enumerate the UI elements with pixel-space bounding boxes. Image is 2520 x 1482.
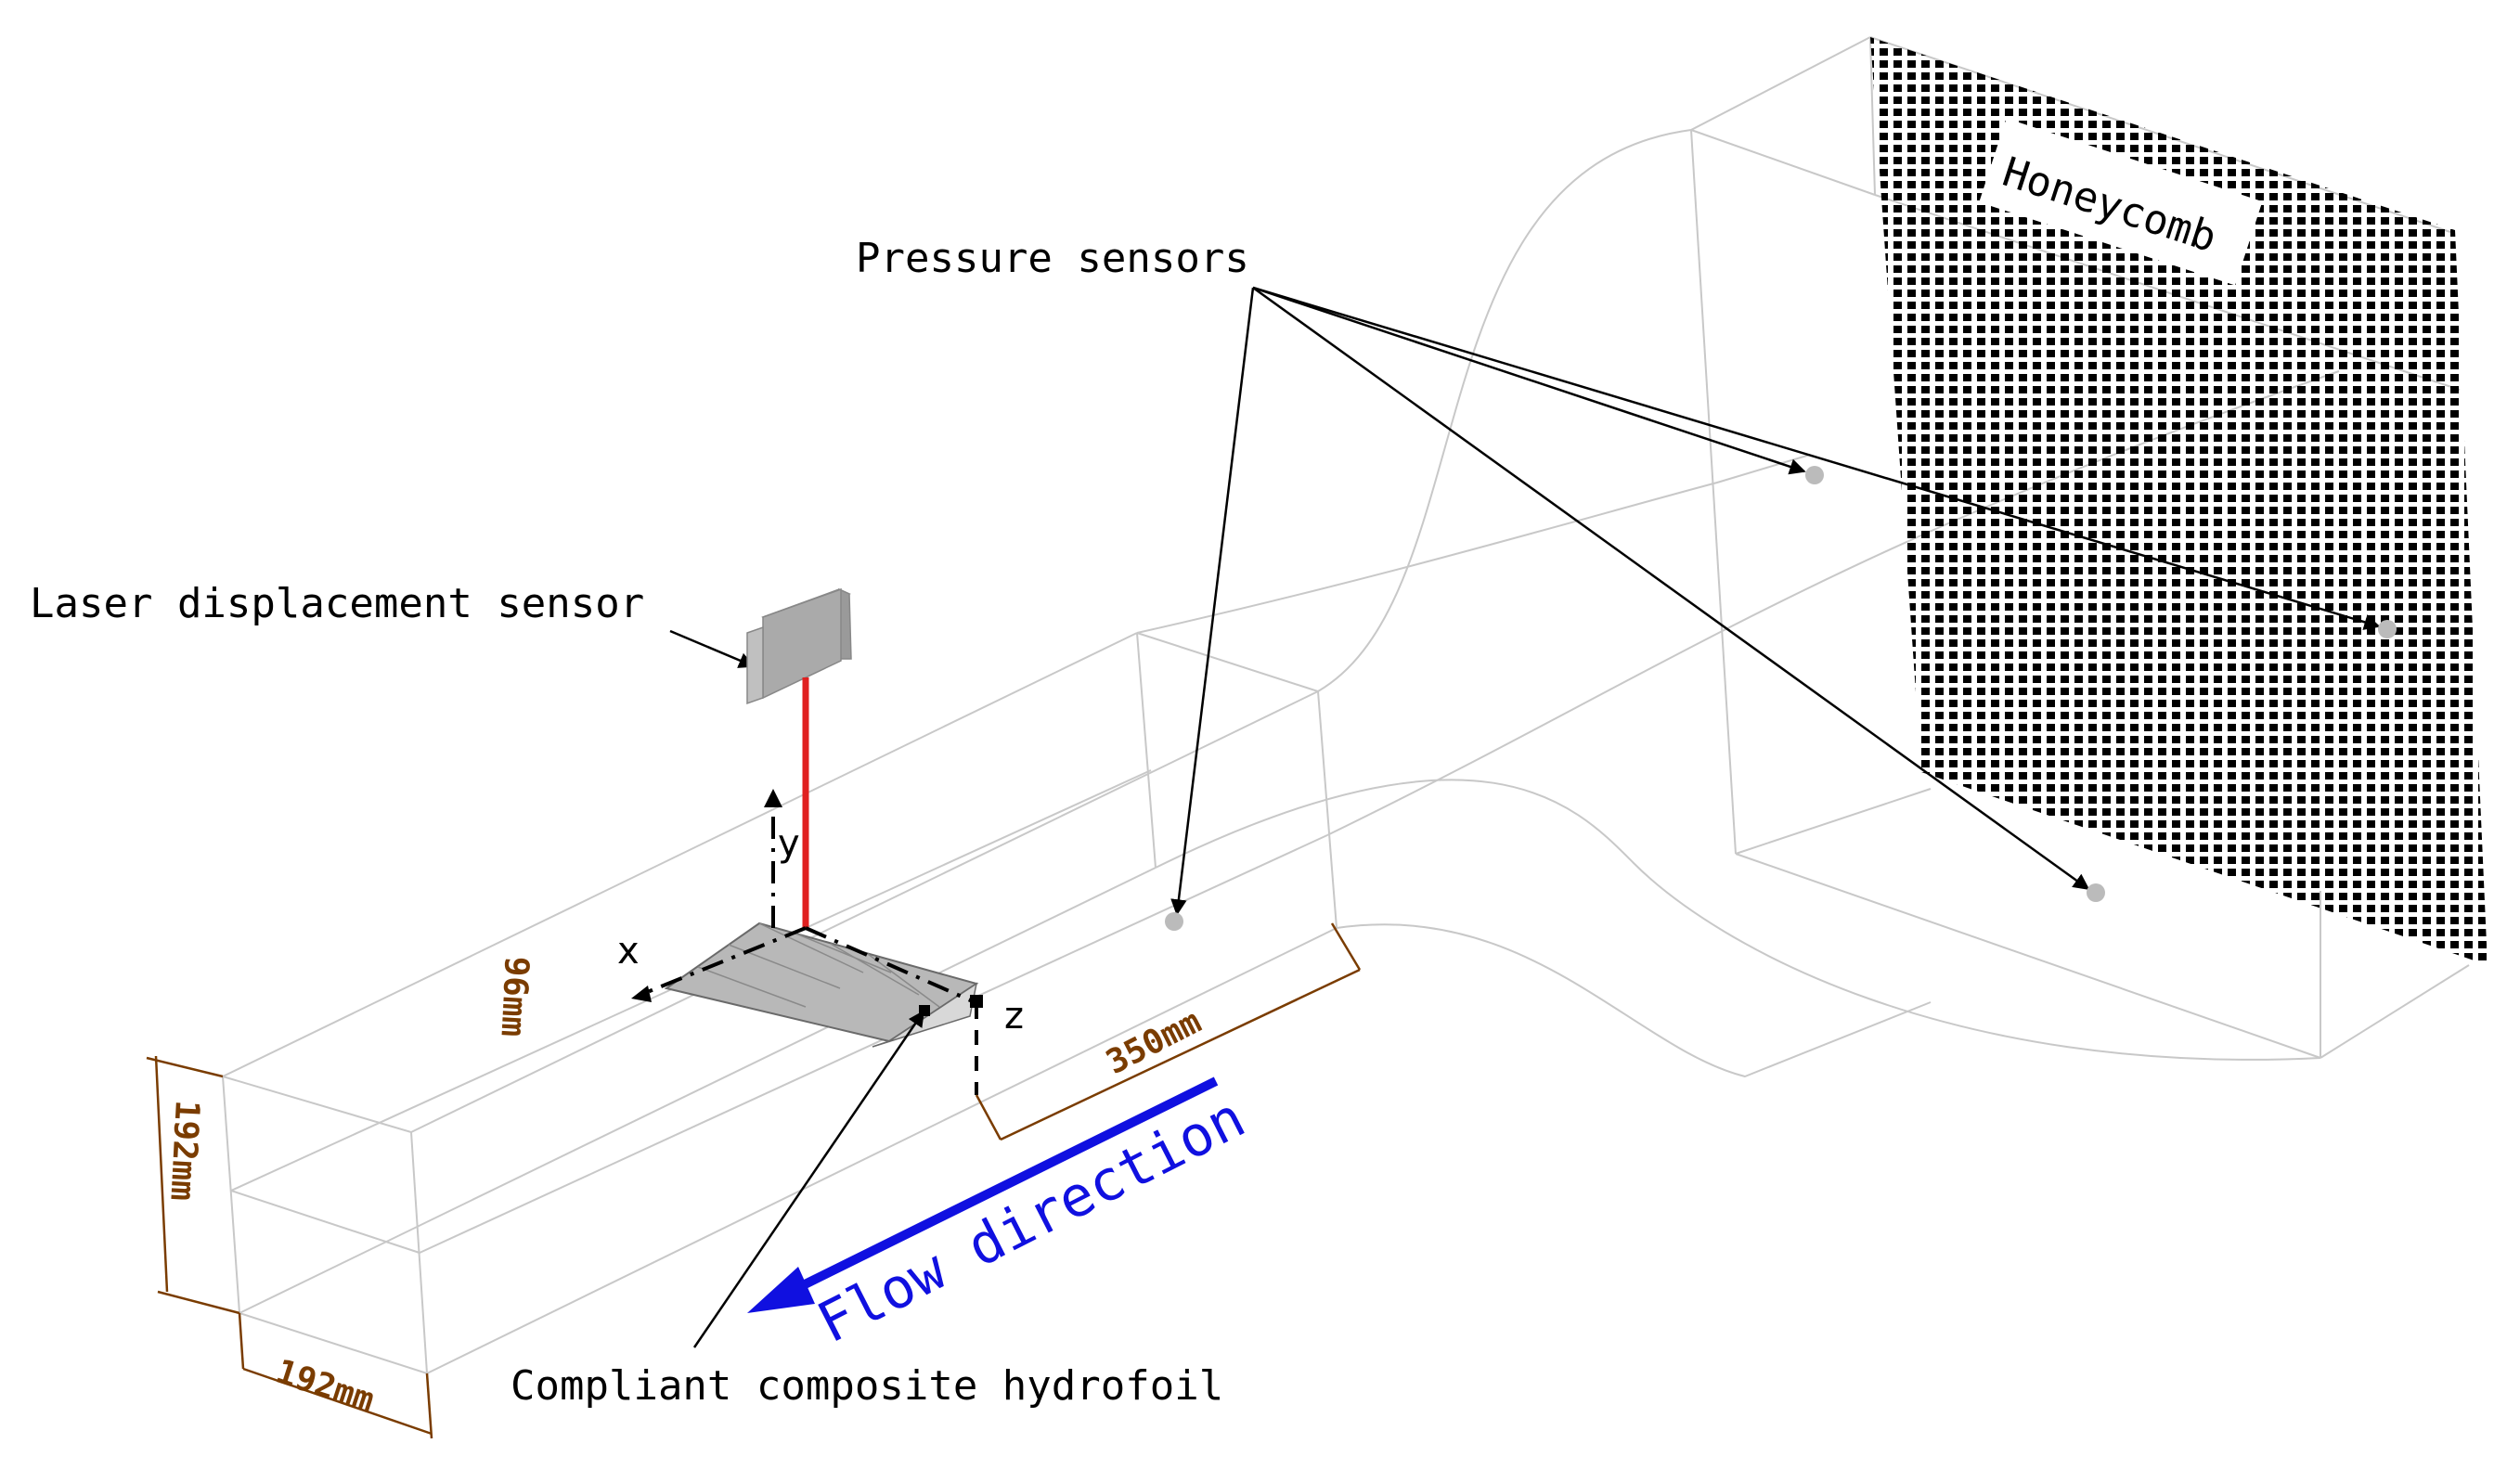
dimension-width-192: 192mm: [271, 1353, 379, 1420]
hydrofoil-label: Compliant composite hydrofoil: [510, 1362, 1223, 1410]
axis-label-x: x: [617, 930, 640, 973]
laser-sensor-body: [746, 587, 852, 705]
hydrofoil: [664, 921, 979, 1048]
axis-arrowheads: [631, 789, 983, 1016]
pressure-sensor-4: [2087, 883, 2105, 902]
pressure-sensor-2: [1805, 466, 1824, 484]
pressure-sensor-1: [1165, 912, 1183, 931]
axis-label-z: z: [1004, 995, 1024, 1037]
pressure-sensor-3: [2378, 620, 2397, 638]
hydrofoil-leader: [692, 1010, 925, 1348]
x-axis-line: [640, 926, 807, 997]
dimension-distance-350: 350mm: [1100, 1002, 1207, 1082]
pressure-sensors-label: Pressure sensors: [856, 235, 1249, 282]
dimension-height-192: 192mm: [162, 1100, 206, 1202]
z-axis-line: [805, 926, 976, 1004]
pressure-sensor-points: [1165, 466, 2397, 931]
flow-direction-arrow: [747, 1076, 1219, 1313]
dimension-lines: [146, 922, 1362, 1439]
axis-label-y: y: [778, 822, 800, 865]
laser-sensor-label: Laser displacement sensor: [30, 580, 644, 627]
dimension-half-96: 96mm: [493, 956, 535, 1038]
laser-sensor-leader: [669, 629, 756, 668]
pressure-sensor-leaders: [1170, 286, 2381, 916]
honeycomb-grid: [1870, 37, 2488, 965]
coordinate-axes: [640, 798, 978, 1095]
